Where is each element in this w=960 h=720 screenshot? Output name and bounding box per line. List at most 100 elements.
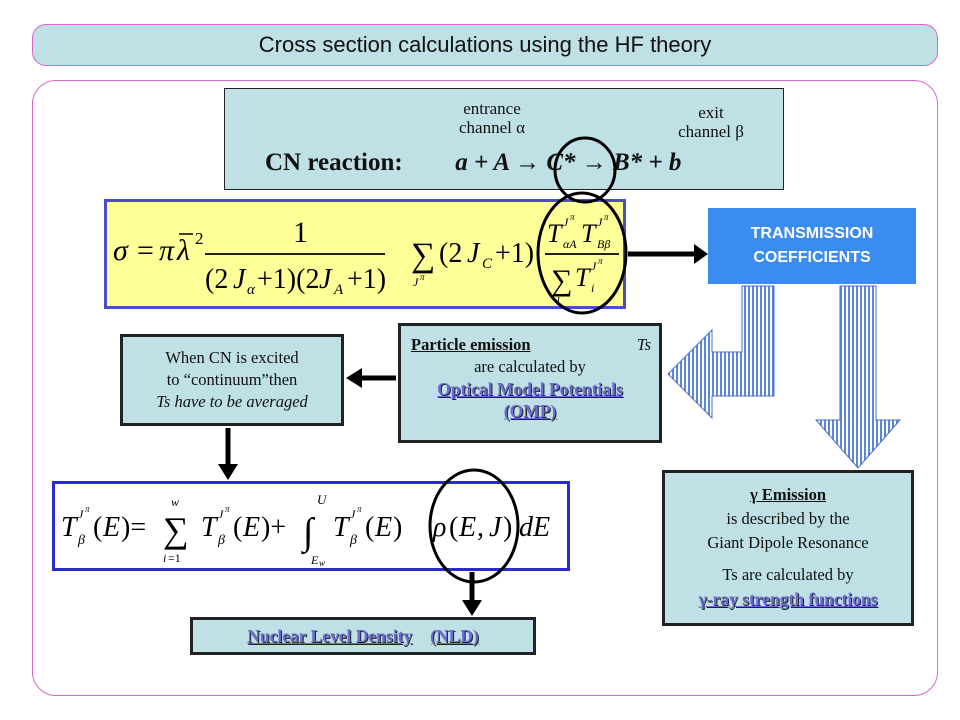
svg-text:J: J [467,238,481,269]
gdr-label: Giant Dipole Resonance [707,533,869,552]
averaged-transmission-formula-drawing: T J π β ( E )= ∑ w i =1 T J π β ( E )+ ∫… [61,492,550,568]
reaction-label: CN reaction: [265,149,403,176]
svg-text:T: T [333,512,351,543]
cross-section-formula-drawing: σ = π λ 2 1 (2 J α +1)(2 J A +1) ∑ J π (… [113,212,619,305]
particle-emission-box: Particle emission Ts are calculated by O… [398,323,662,443]
svg-text:J: J [350,507,356,521]
svg-text:(: ( [365,512,374,543]
svg-text:E: E [458,512,476,543]
nld-box: Nuclear Level Density (NLD) [190,617,536,655]
svg-text:)+: )+ [261,512,286,543]
svg-text:)=: )= [121,512,146,543]
svg-text:T: T [61,512,79,543]
svg-text:A: A [333,282,344,298]
svg-text:π: π [604,212,609,222]
exit-channel-label: exit channel β [661,103,761,141]
svg-text:π: π [598,256,603,266]
svg-text:2: 2 [195,229,204,248]
svg-text:α: α [247,282,256,298]
arrow-formula-to-transmission [628,244,708,264]
ellipse-level-density [428,468,520,584]
svg-text:): ) [503,512,512,543]
svg-text:T: T [547,219,563,248]
svg-text:π: π [85,504,90,514]
svg-text:): ) [393,512,402,543]
particle-emission-ts: Ts [636,335,651,354]
svg-text:E: E [374,512,392,543]
svg-text:E: E [242,512,260,543]
svg-text:=: = [137,234,154,267]
svg-text:J: J [218,507,224,521]
svg-text:w: w [171,495,179,509]
svg-text:=1: =1 [168,551,181,565]
title-bar: Cross section calculations using the HF … [32,24,938,66]
nld-abbr: (NLD) [430,625,479,646]
arrow-particle-to-continuum [346,368,396,388]
entrance-label-line2: channel α [458,118,526,137]
svg-text:β: β [217,533,225,548]
svg-text:T: T [581,219,597,248]
svg-text:π: π [420,272,425,282]
svg-text:β: β [77,533,85,548]
svg-text:E: E [102,512,120,543]
svg-text:π: π [570,212,575,222]
exit-label-line2: channel β [678,122,744,141]
svg-text:(: ( [93,512,102,543]
particle-emission-heading: Particle emission [411,335,531,354]
svg-text:Bβ: Bβ [597,237,610,251]
particle-emission-text: are calculated by [474,357,586,376]
svg-text:∫: ∫ [301,511,316,555]
gamma-emission-text: is described by the [726,509,850,528]
svg-text:J: J [78,507,84,521]
arrow-rho-to-nld [462,572,482,616]
svg-text:J: J [563,215,569,229]
svg-text:(: ( [449,512,458,543]
svg-text:αA: αA [563,237,577,251]
svg-text:J: J [597,215,603,229]
ellipse-transmission-ratio [536,191,628,315]
reaction-box: entrance channel α exit channel β CN rea… [224,88,784,190]
svg-text:+1): +1) [347,264,386,295]
svg-text:w: w [319,558,325,568]
transmission-label-line1: TRANSMISSION [750,225,874,242]
svg-text:σ: σ [113,234,129,267]
svg-text:J: J [591,259,597,273]
gamma-emission-heading: γ Emission [749,485,827,504]
particle-emission-heading-row: Particle emission Ts [401,334,659,356]
svg-text:T: T [201,512,219,543]
svg-text:J: J [319,264,333,295]
svg-text:π: π [159,234,175,267]
arrow-continuum-to-formula [218,428,238,480]
svg-text:J: J [413,275,419,289]
svg-text:π: π [225,504,230,514]
continuum-line3: Ts have to be averaged [156,392,308,411]
omp-label: Optical Model Potentials [437,379,623,399]
svg-text:i: i [591,281,594,295]
svg-text:J: J [233,264,247,295]
svg-text:T: T [575,263,591,292]
exit-label-line1: exit [698,103,724,122]
transmission-label-line2: COEFFICIENTS [753,249,871,266]
svg-text:C: C [482,256,493,272]
svg-text:(2: (2 [439,238,462,269]
svg-text:(2: (2 [205,264,228,295]
svg-text:∑: ∑ [411,237,435,274]
svg-text:+1)(2: +1)(2 [257,264,319,295]
svg-text:+1): +1) [495,238,534,269]
svg-text:i: i [557,293,560,305]
reaction-equation-line: CN reaction: a + A → C* → B* + b [265,149,681,177]
transmission-coefficients-box: TRANSMISSION COEFFICIENTS [708,208,916,284]
arrow-transmission-to-gamma [814,285,902,469]
svg-text:dE: dE [519,512,550,543]
reaction-equation: a + A → C* → B* + b [455,149,682,176]
svg-text:λ: λ [176,234,190,267]
continuum-line2: to “continuum”then [166,370,298,389]
svg-text:∑: ∑ [163,510,189,550]
omp-abbr: (OMP) [503,401,557,421]
ellipse-compound-nucleus [553,136,617,204]
svg-text:ρ: ρ [432,512,446,543]
page-title: Cross section calculations using the HF … [258,32,712,57]
svg-text:β: β [349,533,357,548]
gamma-strength-functions-label: γ-ray strength functions [698,589,878,609]
